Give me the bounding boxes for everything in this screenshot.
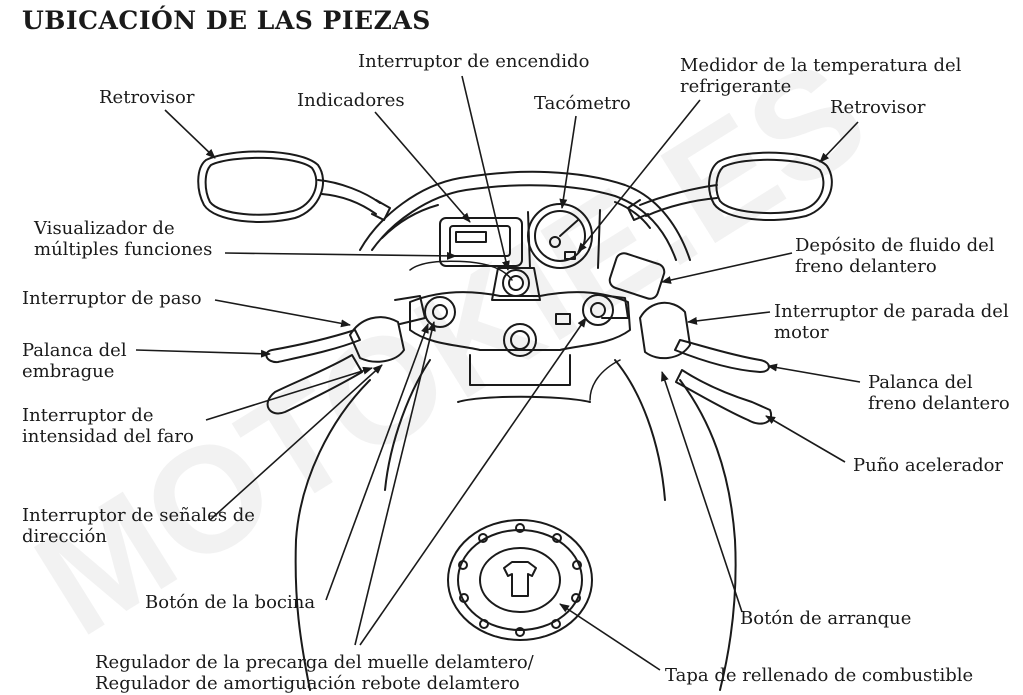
- label-tacometro: Tacómetro: [534, 93, 631, 114]
- label-retrovisor-left: Retrovisor: [99, 87, 195, 108]
- label-retrovisor-right: Retrovisor: [830, 97, 926, 118]
- fairing: [359, 170, 691, 261]
- leader-lines: [135, 75, 861, 671]
- triple-clamp: [409, 291, 631, 351]
- label-interruptor-encendido: Interruptor de encendido: [358, 51, 590, 72]
- label-puno-acelerador: Puño acelerador: [853, 455, 1004, 476]
- label-boton-arranque: Botón de arranque: [740, 608, 912, 629]
- label-indicadores: Indicadores: [297, 90, 405, 111]
- left-handlebar: [265, 295, 426, 415]
- fuel-filler-cap: [447, 519, 593, 641]
- left-fork-cap: [424, 296, 456, 328]
- right-fork-cap: [582, 294, 614, 326]
- label-tapa-combustible: Tapa de rellenado de combustible: [665, 665, 974, 686]
- left-mirror: [197, 150, 391, 223]
- watermark: MOTOKIE.ES: [8, 27, 893, 667]
- motorcycle-drawing: [197, 150, 833, 691]
- label-boton-bocina: Botón de la bocina: [145, 592, 316, 613]
- label-regulador: Regulador de la precarga del muelle dela…: [95, 652, 534, 694]
- page-title: UBICACIÓN DE LAS PIEZAS: [22, 6, 431, 35]
- label-interruptor-paso: Interruptor de paso: [22, 288, 202, 309]
- fuel-tank: [294, 379, 371, 691]
